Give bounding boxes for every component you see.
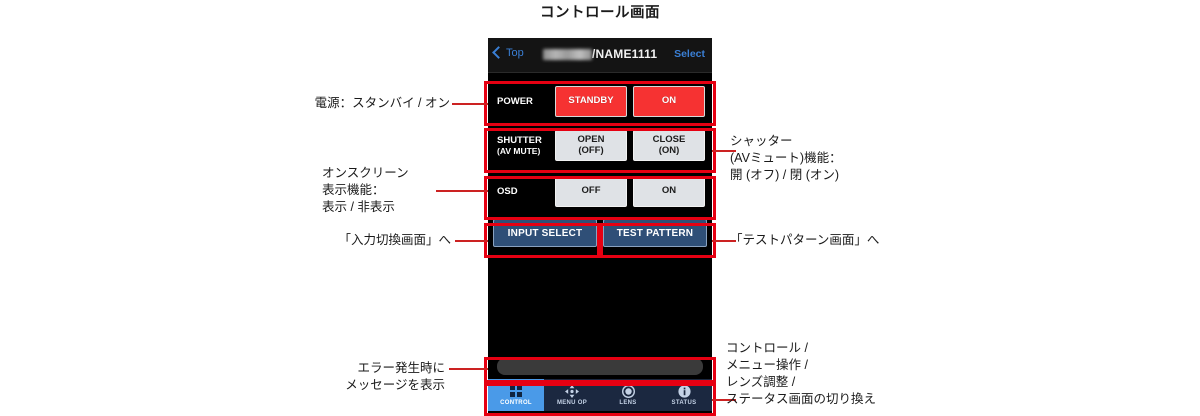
annotation-power: 電源：スタンバイ / オン: [314, 96, 450, 110]
device-name: /NAME1111: [592, 47, 658, 61]
shutter-close-sublabel: (ON): [658, 144, 680, 156]
dpad-icon: [565, 384, 579, 398]
shutter-open-label: OPEN: [577, 134, 605, 145]
nav-spacer: [488, 73, 712, 82]
back-to-top-button[interactable]: Top: [492, 46, 524, 59]
shutter-open-sublabel: (OFF): [578, 144, 604, 156]
row-shutter: SHUTTER (AV MUTE) OPEN (OFF) CLOSE (ON): [488, 126, 712, 165]
tab-menu-op-label: MENU OP: [556, 399, 588, 406]
leader-shutter: [712, 150, 736, 152]
row-shutter-label: SHUTTER (AV MUTE): [492, 135, 552, 157]
page-title: XXXXXX/NAME1111: [488, 47, 712, 61]
osd-on-label: ON: [661, 185, 677, 197]
annotation-osd: オンスクリーン 表示機能： 表示 / 非表示: [322, 166, 409, 214]
leader-test-pattern: [712, 240, 736, 242]
bottom-tab-bar: CONTROL MENU OP LENS: [488, 379, 712, 411]
back-button-label: Top: [506, 47, 524, 59]
power-standby-label: STANDBY: [568, 95, 614, 107]
osd-off-label: OFF: [581, 185, 601, 197]
message-area: [488, 353, 712, 379]
osd-off-button[interactable]: OFF: [555, 176, 627, 207]
info-icon: [677, 384, 691, 398]
row-osd-label: OSD: [497, 186, 518, 197]
test-pattern-button[interactable]: TEST PATTERN: [603, 219, 707, 247]
leader-osd: [436, 190, 488, 192]
annotation-tabs: コントロール / メニュー操作 / レンズ調整 / ステータス画面の切り換え: [726, 341, 877, 406]
tab-lens-label: LENS: [619, 399, 637, 406]
tab-menu-op[interactable]: MENU OP: [544, 379, 600, 411]
leader-input-select: [455, 240, 488, 242]
annotation-test-pattern: 「テストパターン画面」へ: [730, 233, 880, 247]
shutter-close-button[interactable]: CLOSE (ON): [633, 130, 705, 161]
row-power: POWER STANDBY ON: [488, 82, 712, 121]
row-shutter-label-main: SHUTTER: [497, 134, 542, 146]
error-message-bar: [497, 357, 703, 375]
phone-screen-mockup: Top XXXXXX/NAME1111 Select POWER STANDBY…: [488, 38, 712, 416]
shutter-open-button[interactable]: OPEN (OFF): [555, 130, 627, 161]
annotation-shutter: シャッター (AVミュート)機能： 開 (オフ) / 閉 (オン): [730, 134, 842, 182]
row-gap-2: [488, 165, 712, 172]
row-power-label: POWER: [497, 96, 533, 107]
input-select-button[interactable]: INPUT SELECT: [493, 219, 597, 247]
empty-content-area: [488, 249, 712, 353]
power-on-button[interactable]: ON: [633, 86, 705, 117]
app-nav-bar: Top XXXXXX/NAME1111 Select: [488, 38, 712, 73]
power-standby-button[interactable]: STANDBY: [555, 86, 627, 117]
row-gap-3: [488, 211, 712, 217]
tab-status-label: STATUS: [671, 399, 697, 406]
row-screen-links: INPUT SELECT TEST PATTERN: [488, 217, 712, 249]
annotation-error-message: エラー発生時に メッセージを表示: [345, 361, 445, 392]
row-shutter-label-sub: (AV MUTE): [497, 145, 541, 156]
row-osd: OSD OFF ON: [488, 172, 712, 211]
select-button[interactable]: Select: [674, 48, 705, 60]
leader-error: [449, 368, 488, 370]
annotation-input-select: 「入力切換画面」へ: [338, 233, 451, 247]
redacted-device-name: XXXXXX: [542, 49, 593, 61]
tab-lens[interactable]: LENS: [600, 379, 656, 411]
tab-status[interactable]: STATUS: [656, 379, 712, 411]
grid-icon: [510, 385, 522, 398]
lens-circle-icon: [621, 384, 635, 398]
shutter-close-label: CLOSE: [652, 134, 686, 145]
tab-control-label: CONTROL: [500, 399, 532, 406]
leader-power: [452, 103, 488, 105]
power-on-label: ON: [661, 95, 677, 107]
leader-tabs: [712, 399, 736, 401]
tab-control[interactable]: CONTROL: [488, 379, 544, 411]
figure-title: コントロール画面: [540, 5, 660, 21]
osd-on-button[interactable]: ON: [633, 176, 705, 207]
